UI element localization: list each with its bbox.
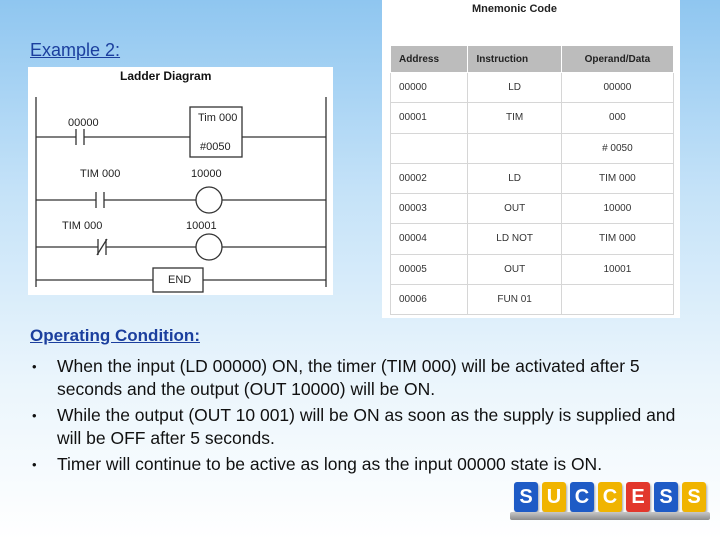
address-cell: 00006 (389, 283, 469, 316)
address-cell: 00002 (389, 162, 469, 195)
instruction-cell (467, 132, 562, 164)
operand-cell: 00000 (560, 71, 675, 104)
slide-title: Example 2: (30, 40, 121, 60)
list-item-text: Timer will continue to be active as long… (57, 454, 603, 474)
table-row: 00001 TIM 000 (389, 102, 675, 134)
block-shelf (510, 512, 710, 520)
address-cell: 00005 (389, 253, 469, 285)
operand-cell (560, 283, 675, 316)
instruction-cell: LD (467, 71, 562, 104)
instruction-cell: OUT (467, 192, 562, 225)
mnemonic-title: Mnemonic Code (472, 3, 557, 15)
letter-block: C (598, 482, 622, 512)
bullet-icon: • (32, 408, 37, 423)
success-blocks-logo: S U C C E S S (510, 482, 710, 522)
instruction-cell: TIM (467, 102, 562, 134)
letter-block: C (570, 482, 594, 512)
coil-10001-label: 10001 (186, 220, 217, 232)
operand-cell: 000 (560, 102, 675, 134)
operand-cell: TIM 000 (560, 223, 675, 255)
table-row: # 0050 (389, 132, 675, 164)
table-row: 00002 LD TIM 000 (389, 162, 675, 195)
bullet-icon: • (32, 457, 37, 472)
letter-block: E (626, 482, 650, 512)
column-header: Address (389, 45, 469, 73)
column-header: Operand/Data (560, 45, 675, 73)
instruction-cell: OUT (467, 253, 562, 285)
timer-preset-label: #0050 (200, 141, 231, 153)
operand-cell: 10001 (560, 253, 675, 285)
list-item: • When the input (LD 00000) ON, the time… (30, 355, 700, 401)
instruction-cell: FUN 01 (467, 283, 562, 316)
address-cell (389, 132, 469, 164)
list-item: • Timer will continue to be active as lo… (30, 453, 700, 476)
table-row: 00005 OUT 10001 (389, 253, 675, 285)
address-cell: 00003 (389, 192, 469, 225)
coil-10000-label: 10000 (191, 168, 222, 180)
bullet-icon: • (32, 359, 37, 374)
ladder-diagram: Ladder Diagram 00000 Tim 000 #0050 TIM 0… (28, 67, 333, 295)
table-header-row: Address Instruction Operand/Data (389, 45, 675, 73)
list-item: • While the output (OUT 10 001) will be … (30, 404, 700, 450)
table-row: 00003 OUT 10000 (389, 192, 675, 225)
timer-name-label: Tim 000 (198, 112, 238, 124)
ladder-lines (35, 97, 327, 293)
contact-tim000-not-label: TIM 000 (62, 220, 103, 232)
condition-list: • When the input (LD 00000) ON, the time… (30, 355, 700, 479)
contact-tim000-label: TIM 000 (80, 168, 121, 180)
instruction-cell: LD (467, 162, 562, 195)
table-row: 00000 LD 00000 (389, 71, 675, 104)
operating-condition-heading: Operating Condition: (30, 326, 200, 345)
table-row: 00006 FUN 01 (389, 283, 675, 316)
letter-block: U (542, 482, 566, 512)
list-item-text: While the output (OUT 10 001) will be ON… (57, 405, 676, 448)
address-cell: 00004 (389, 223, 469, 255)
address-cell: 00000 (389, 71, 469, 104)
letter-block: S (514, 482, 538, 512)
ladder-title: Ladder Diagram (120, 69, 212, 83)
column-header: Instruction (467, 45, 562, 73)
letter-block: S (654, 482, 678, 512)
operand-cell: TIM 000 (560, 162, 675, 195)
mnemonic-table: Address Instruction Operand/Data 00000 L… (389, 45, 675, 316)
mnemonic-code-panel: Mnemonic Code Address Instruction Operan… (382, 0, 680, 318)
letter-block: S (682, 482, 706, 512)
list-item-text: When the input (LD 00000) ON, the timer … (57, 356, 640, 399)
operand-cell: # 0050 (560, 132, 675, 164)
end-block-label: END (168, 274, 192, 286)
instruction-cell: LD NOT (467, 223, 562, 255)
contact-00000-label: 00000 (68, 117, 99, 129)
address-cell: 00001 (389, 102, 469, 134)
operand-cell: 10000 (560, 192, 675, 225)
table-row: 00004 LD NOT TIM 000 (389, 223, 675, 255)
